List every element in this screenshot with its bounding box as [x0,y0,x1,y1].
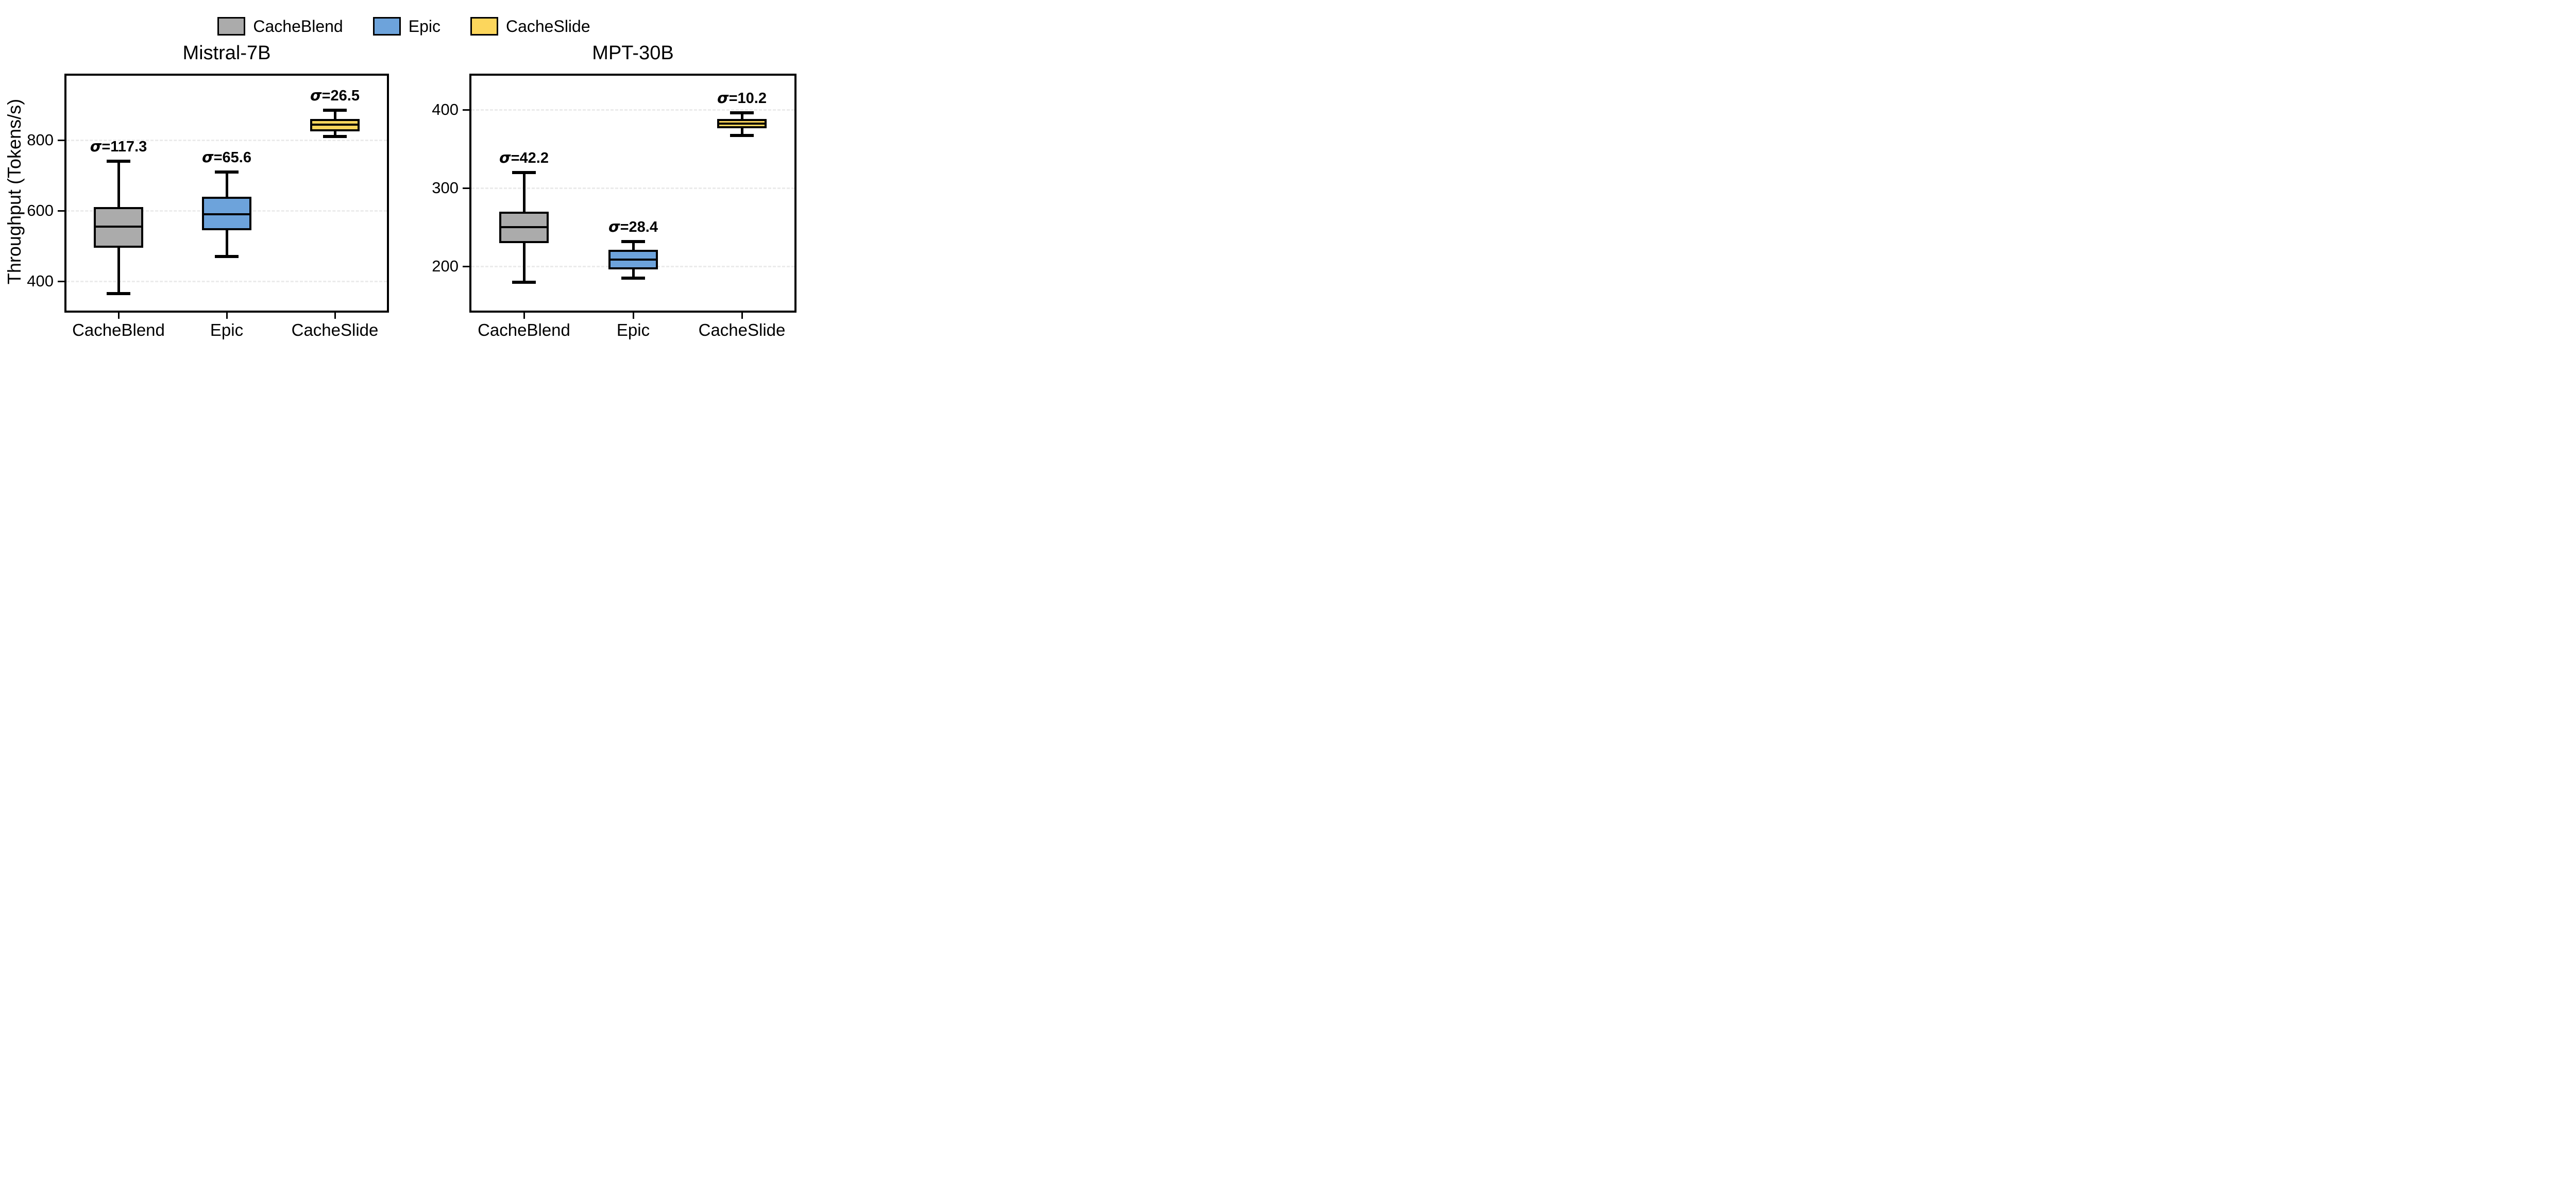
x-tick-label: Epic [616,320,650,339]
y-tick [58,140,64,141]
sigma-label: σ=65.6 [202,148,251,166]
boxplot-figure: CacheBlend Epic CacheSlide Mistral-7B MP… [0,0,808,370]
sigma-value: =65.6 [213,149,251,166]
x-tick-label: CacheBlend [72,320,165,339]
box-median [312,124,358,126]
legend-item-epic: Epic [372,17,440,36]
panel-title-mpt: MPT-30B [592,42,674,64]
sigma-value: =28.4 [620,219,658,235]
sigma-symbol: σ [310,87,322,104]
sigma-value: =117.3 [101,139,147,155]
x-tick [741,313,743,319]
box-cap-top [512,171,536,174]
x-tick [118,313,120,319]
sigma-label: σ=10.2 [717,89,767,107]
x-tick [334,313,336,319]
box-median [204,213,249,215]
sigma-label: σ=26.5 [310,87,360,105]
box-cap-top [621,240,645,243]
legend-label: CacheSlide [505,17,590,36]
sigma-label: σ=42.2 [499,149,549,167]
legend-item-cacheslide: CacheSlide [470,17,590,36]
x-tick-label: Epic [210,320,244,339]
legend-swatch-cacheslide [470,17,498,36]
x-tick-label: CacheSlide [291,320,379,339]
box-cap-bottom [512,281,536,284]
box-cap-top [107,160,130,163]
sigma-symbol: σ [202,148,214,166]
box-cap-top [730,111,754,114]
x-tick [226,313,228,319]
gridline [66,281,387,282]
sigma-symbol: σ [499,149,511,166]
box-median [501,226,547,228]
legend-item-cacheblend: CacheBlend [217,17,343,36]
sigma-value: =26.5 [321,88,360,104]
sigma-symbol: σ [717,89,729,107]
y-tick [463,266,469,267]
legend-label: Epic [408,17,440,36]
box-cap-bottom [730,134,754,137]
sigma-value: =42.2 [511,150,549,166]
y-tick [58,210,64,212]
x-tick-label: CacheBlend [478,320,570,339]
gridline [66,140,387,141]
box-cap-bottom [107,292,130,295]
y-tick [463,187,469,189]
y-tick-label: 600 [27,201,54,219]
legend: CacheBlend Epic CacheSlide [0,17,808,36]
sigma-symbol: σ [90,138,102,155]
gridline [471,187,794,189]
box-cap-bottom [621,277,645,280]
axes-frame-mpt [469,74,796,313]
box-median [96,226,141,228]
axes-frame-mistral [64,74,389,313]
x-tick-label: CacheSlide [698,320,786,339]
box-median [719,123,765,125]
sigma-label: σ=28.4 [608,218,658,236]
y-tick-label: 800 [27,131,54,149]
box-median [611,259,656,261]
legend-label: CacheBlend [253,17,343,36]
box-cap-bottom [323,135,347,138]
legend-swatch-cacheblend [217,17,246,36]
y-tick-label: 300 [432,179,459,197]
y-tick-label: 400 [27,272,54,290]
y-tick [58,281,64,282]
gridline [471,109,794,111]
y-tick [463,109,469,111]
sigma-value: =10.2 [728,90,767,107]
x-tick [523,313,525,319]
box-cap-top [215,170,239,174]
box-cap-top [323,109,347,112]
box-cap-bottom [215,255,239,258]
y-tick-label: 200 [432,257,459,275]
panel-title-mistral: Mistral-7B [182,42,271,64]
x-tick [633,313,634,319]
sigma-symbol: σ [608,218,620,235]
legend-swatch-epic [372,17,401,36]
y-tick-label: 400 [432,100,459,118]
sigma-label: σ=117.3 [90,138,147,156]
